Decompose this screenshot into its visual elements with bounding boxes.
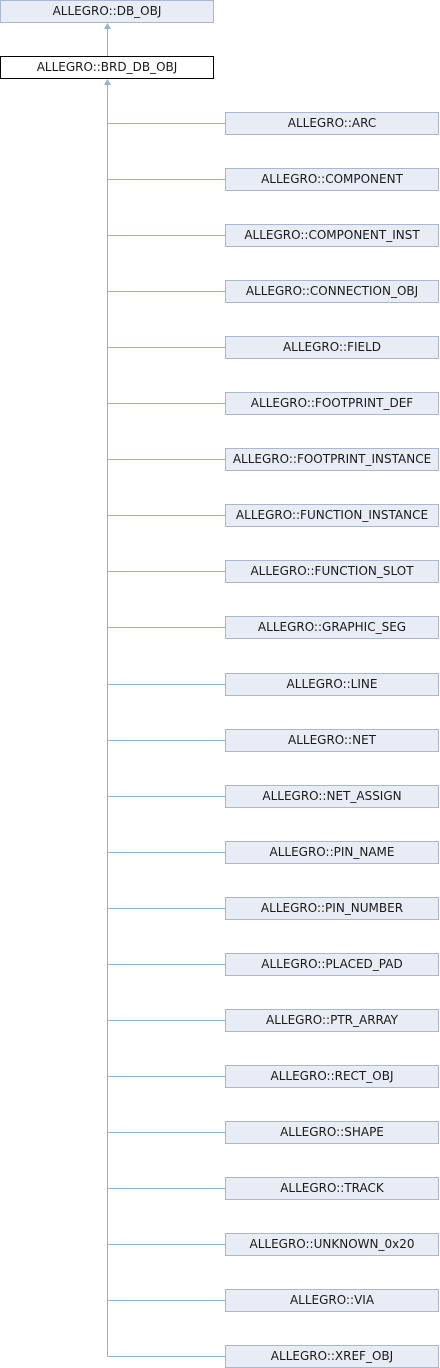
derived-class-node[interactable]: ALLEGRO::ARC bbox=[225, 112, 439, 135]
derived-class-node[interactable]: ALLEGRO::PTR_ARRAY bbox=[225, 1009, 439, 1032]
derived-class-node[interactable]: ALLEGRO::FUNCTION_INSTANCE bbox=[225, 504, 439, 527]
derived-class-node[interactable]: ALLEGRO::TRACK bbox=[225, 1177, 439, 1200]
inheritance-arrowhead bbox=[104, 23, 111, 29]
derived-class-node[interactable]: ALLEGRO::XREF_OBJ bbox=[225, 1345, 439, 1368]
derived-class-node[interactable]: ALLEGRO::NET_ASSIGN bbox=[225, 785, 439, 808]
derived-class-node[interactable]: ALLEGRO::VIA bbox=[225, 1289, 439, 1312]
inheritance-arrowhead bbox=[104, 79, 111, 85]
derived-class-node[interactable]: ALLEGRO::FOOTPRINT_INSTANCE bbox=[225, 448, 439, 471]
derived-class-node[interactable]: ALLEGRO::FOOTPRINT_DEF bbox=[225, 392, 439, 415]
derived-class-node[interactable]: ALLEGRO::LINE bbox=[225, 673, 439, 696]
derived-class-node[interactable]: ALLEGRO::PLACED_PAD bbox=[225, 953, 439, 976]
current-class-node: ALLEGRO::BRD_DB_OBJ bbox=[0, 56, 214, 79]
derived-class-node[interactable]: ALLEGRO::CONNECTION_OBJ bbox=[225, 280, 439, 303]
derived-class-node[interactable]: ALLEGRO::PIN_NAME bbox=[225, 841, 439, 864]
base-class-node[interactable]: ALLEGRO::DB_OBJ bbox=[0, 0, 214, 23]
derived-class-node[interactable]: ALLEGRO::COMPONENT_INST bbox=[225, 224, 439, 247]
derived-class-node[interactable]: ALLEGRO::GRAPHIC_SEG bbox=[225, 616, 439, 639]
derived-class-node[interactable]: ALLEGRO::SHAPE bbox=[225, 1121, 439, 1144]
derived-class-node[interactable]: ALLEGRO::PIN_NUMBER bbox=[225, 897, 439, 920]
derived-class-node[interactable]: ALLEGRO::FIELD bbox=[225, 336, 439, 359]
derived-class-node[interactable]: ALLEGRO::NET bbox=[225, 729, 439, 752]
derived-class-node[interactable]: ALLEGRO::UNKNOWN_0x20 bbox=[225, 1233, 439, 1256]
derived-class-node[interactable]: ALLEGRO::COMPONENT bbox=[225, 168, 439, 191]
derived-class-node[interactable]: ALLEGRO::RECT_OBJ bbox=[225, 1065, 439, 1088]
derived-class-node[interactable]: ALLEGRO::FUNCTION_SLOT bbox=[225, 560, 439, 583]
